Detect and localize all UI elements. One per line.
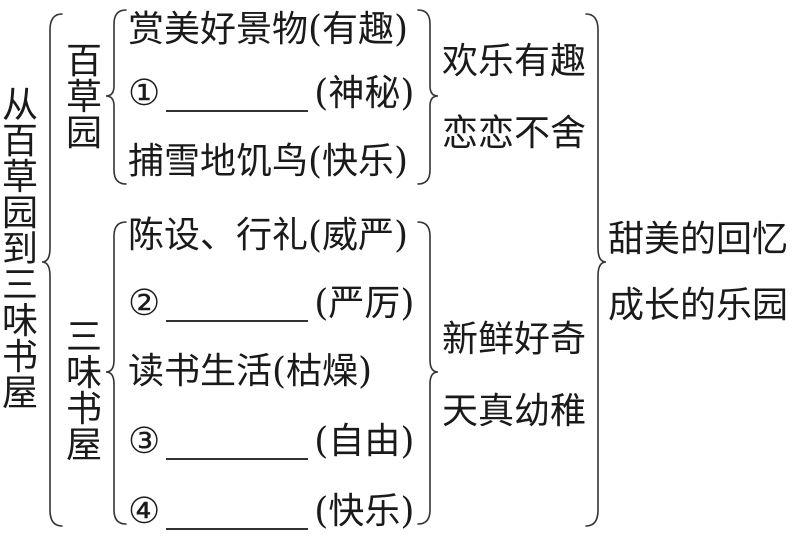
- conclusion-1: 甜美的回忆: [608, 219, 789, 260]
- conclusion-brace: [585, 13, 607, 527]
- feeling-2: 恋恋不舍: [442, 113, 587, 154]
- feeling-3: 新鲜好奇: [442, 319, 587, 360]
- section1-item-2: ①(神秘): [128, 73, 415, 114]
- section2-item-5: ④(快乐): [128, 491, 415, 532]
- section2-label: 三味书屋: [66, 317, 103, 466]
- feeling-1: 欢乐有趣: [442, 41, 587, 82]
- answer-blank-4[interactable]: [166, 500, 309, 530]
- section1-close-brace: [417, 9, 439, 185]
- answer-blank-3[interactable]: [166, 430, 309, 460]
- section2-item-1: 陈设、行礼(威严): [128, 215, 409, 256]
- root-brace: [41, 13, 63, 527]
- section1-label: 百草园: [66, 41, 103, 154]
- section1-item-1: 赏美好景物(有趣): [128, 9, 409, 50]
- answer-blank-1[interactable]: [166, 82, 309, 112]
- feeling-4: 天真幼稚: [442, 391, 587, 432]
- answer-blank-2[interactable]: [166, 292, 309, 322]
- section2-item-3: 读书生活(枯燥): [128, 351, 373, 392]
- section1-item-3: 捕雪地饥鸟(快乐): [128, 141, 409, 182]
- root-label: 从百草园到三味书屋: [2, 85, 39, 414]
- section2-item-2: ②(严厉): [128, 283, 415, 324]
- section2-close-brace: [417, 221, 439, 525]
- section2-item-4: ③(自由): [128, 421, 415, 462]
- section1-brace: [105, 9, 127, 185]
- section2-brace: [105, 221, 127, 525]
- conclusion-2: 成长的乐园: [608, 285, 789, 326]
